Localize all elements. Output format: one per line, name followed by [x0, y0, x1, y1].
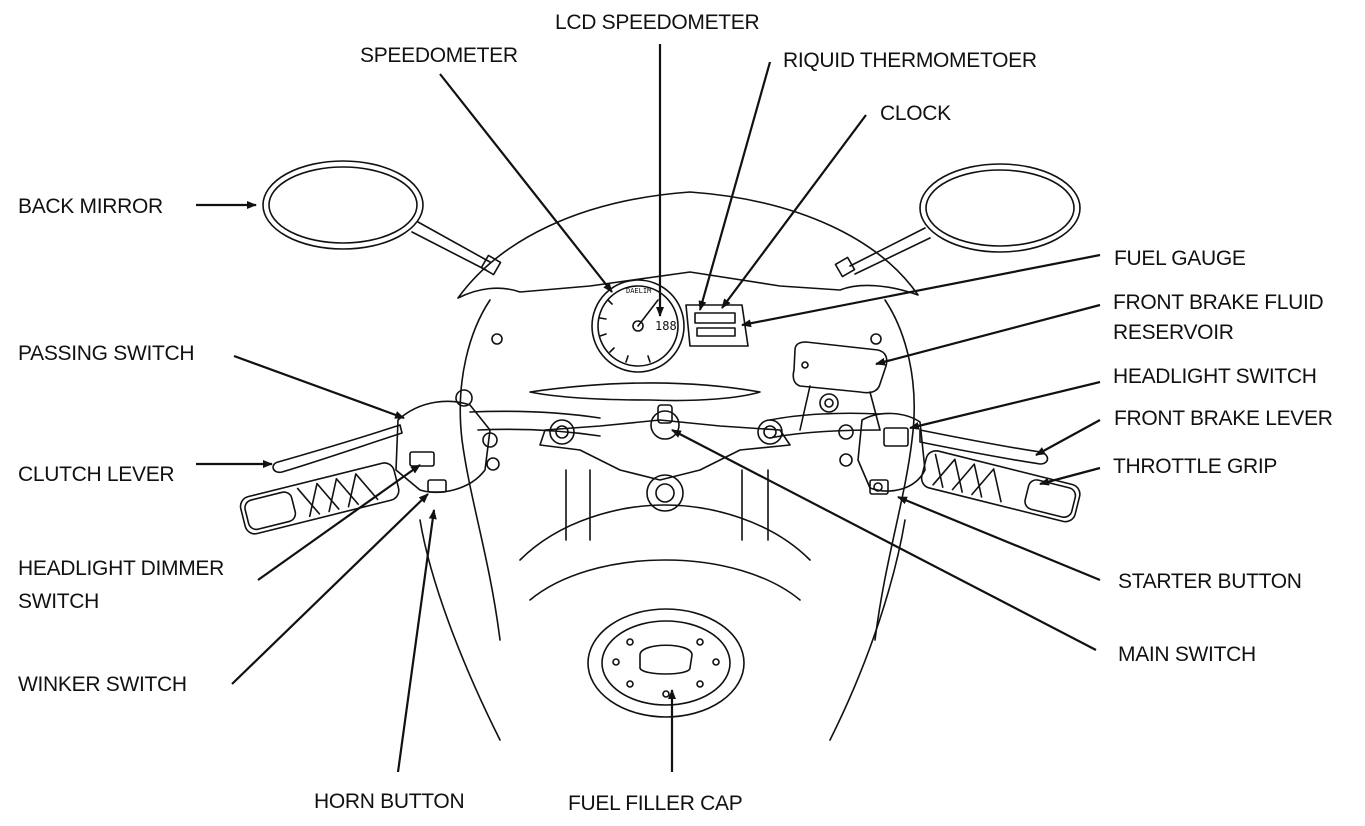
label-headlight-switch: HEADLIGHT SWITCH: [1113, 365, 1317, 388]
label-winker-switch: WINKER SWITCH: [18, 673, 187, 696]
leader-clock: [721, 114, 867, 309]
leader-liquid-thermometer: [698, 61, 772, 311]
label-brake-fluid-reservoir-2: RESERVOIR: [1113, 321, 1234, 344]
leader-headlight-switch: [909, 380, 1101, 430]
left-grip: [239, 462, 400, 535]
label-passing-switch: PASSING SWITCH: [18, 342, 195, 365]
label-clutch-lever: CLUTCH LEVER: [18, 463, 175, 486]
right-switch-housing: [857, 412, 926, 492]
front-brake-lever: [919, 429, 1049, 465]
label-fuel-gauge: FUEL GAUGE: [1114, 247, 1246, 270]
right-mirror: [919, 163, 1081, 253]
leader-headlight-dimmer: [257, 464, 421, 581]
label-back-mirror: BACK MIRROR: [18, 195, 163, 218]
leader-starter-button: [897, 495, 1101, 582]
lcd-panel: [685, 304, 749, 347]
ignition: [650, 410, 680, 440]
leader-main-switch: [671, 429, 1097, 651]
label-horn-button: HORN BUTTON: [314, 790, 465, 813]
lcd-digits: 188: [655, 319, 677, 333]
label-main-switch: MAIN SWITCH: [1118, 643, 1256, 666]
leader-winker-switch: [231, 493, 429, 685]
label-speedometer: SPEEDOMETER: [360, 44, 518, 67]
label-headlight-dimmer-1: HEADLIGHT DIMMER: [18, 557, 224, 580]
leader-brake-fluid-reservoir: [875, 303, 1101, 366]
label-liquid-thermometer: RIQUID THERMOMETOER: [783, 49, 1037, 72]
triple-clamp: [539, 419, 791, 481]
leader-speedometer: [439, 73, 613, 293]
windscreen: [457, 191, 919, 299]
label-fuel-filler-cap: FUEL FILLER CAP: [568, 792, 743, 815]
brake-fluid-reservoir: [792, 341, 888, 394]
clutch-lever: [272, 424, 403, 474]
leader-fuel-gauge: [741, 253, 1101, 328]
leader-horn-button: [396, 509, 437, 773]
label-throttle-grip: THROTTLE GRIP: [1113, 455, 1278, 478]
label-starter-button: STARTER BUTTON: [1118, 570, 1302, 593]
leader-passing-switch: [233, 354, 405, 420]
gauge-brand: DAELIM: [626, 287, 651, 295]
fuel-filler-cap: [587, 608, 745, 718]
label-headlight-dimmer-2: SWITCH: [18, 590, 100, 613]
label-lcd-speedometer: LCD SPEEDOMETER: [555, 11, 760, 34]
speedometer-dial: [591, 279, 685, 373]
label-front-brake-lever: FRONT BRAKE LEVER: [1114, 407, 1333, 430]
leader-front-brake-lever: [1035, 419, 1101, 456]
label-brake-fluid-reservoir-1: FRONT BRAKE FLUID: [1113, 291, 1324, 314]
fuel-tank: [519, 504, 811, 601]
label-clock: CLOCK: [880, 102, 951, 125]
left-switch-housing: [395, 400, 491, 493]
fairing: [459, 299, 915, 641]
right-grip: [920, 449, 1081, 523]
left-mirror: [262, 160, 424, 250]
leader-throttle-grip: [1039, 466, 1101, 486]
